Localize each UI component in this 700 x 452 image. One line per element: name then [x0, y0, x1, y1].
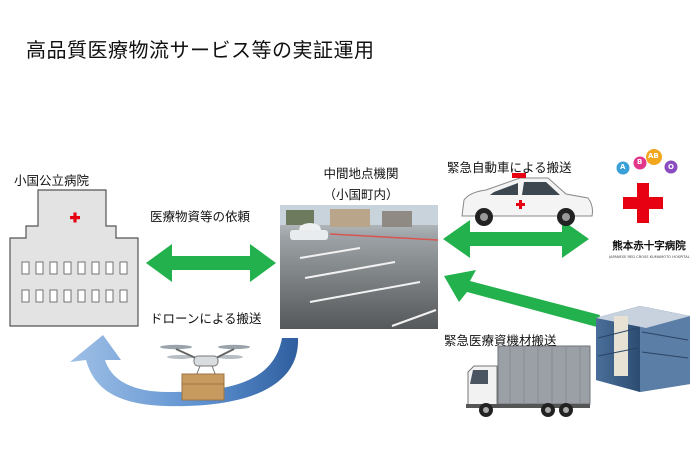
red-cross-icon: [623, 183, 663, 223]
drone-return-arrow: [70, 335, 299, 407]
emergency-car-label: 緊急自動車による搬送: [447, 160, 572, 175]
request-arrow: [146, 244, 276, 282]
red-cross-hospital-building: [596, 306, 690, 392]
relay-point-label-line1: 中間地点機関: [323, 166, 399, 181]
red-cross-hospital-name: 熊本赤十字病院 JAPANESE RED CROSS KUMAMOTO HOSP…: [609, 238, 690, 259]
hospital-building-icon: [9, 189, 139, 327]
small-hospital-label: 小国公立病院: [14, 173, 90, 188]
blood-type-a: A: [620, 163, 626, 171]
car-route-arrow: [443, 220, 589, 258]
blood-type-o: O: [668, 163, 674, 171]
relay-point-label: 中間地点機関 （小国町内）: [311, 163, 411, 203]
red-cross-hospital-label: 熊本赤十字病院: [612, 240, 686, 252]
emergency-car-icon: [461, 173, 593, 226]
request-label: 医療物資等の依頼: [150, 209, 251, 224]
page-title: 高品質医療物流サービス等の実証運用: [26, 38, 375, 62]
drone-icon: [160, 344, 250, 401]
supplies-truck-label: 緊急医療資機材搬送: [444, 333, 557, 348]
blood-type-ab: AB: [648, 152, 659, 160]
blood-type-balloons-icon: [616, 149, 678, 175]
parking-lot-photo: [280, 205, 439, 329]
blood-type-b: B: [637, 158, 643, 166]
truck-route-arrow: [444, 270, 600, 327]
truck-icon: [466, 345, 591, 417]
red-cross-hospital-english: JAPANESE RED CROSS KUMAMOTO HOSPITAL: [609, 255, 690, 259]
drone-transport-label: ドローンによる搬送: [150, 311, 262, 326]
relay-point-label-line2: （小国町内）: [323, 187, 399, 202]
